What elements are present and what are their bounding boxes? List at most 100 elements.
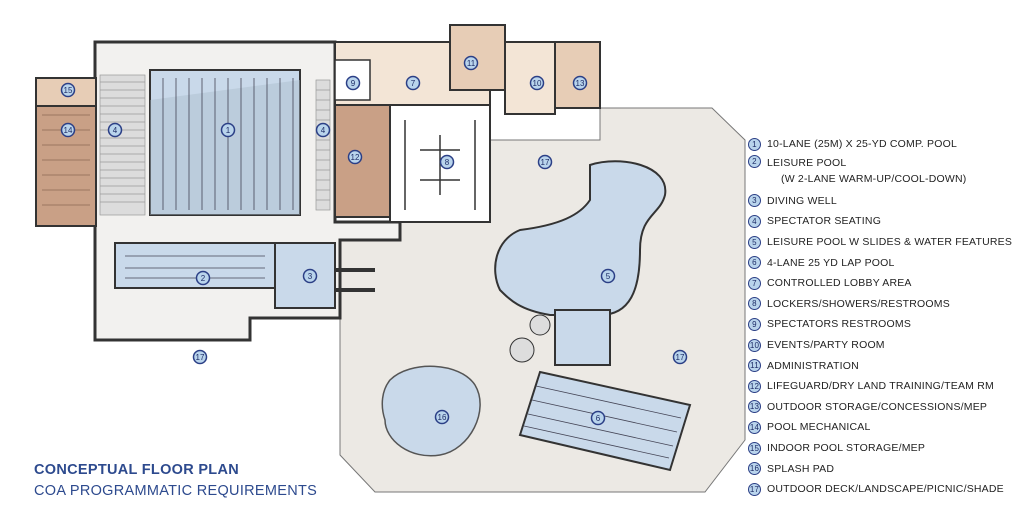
room-outdoor-storage (554, 41, 601, 109)
marker-number: 9 (351, 79, 356, 88)
marker-circle (195, 270, 211, 286)
spectator-seating-left (99, 74, 146, 216)
marker-circle (220, 122, 236, 138)
marker-circle (107, 122, 123, 138)
room-pool-mechanical (35, 105, 97, 227)
marker-number: 2 (201, 274, 206, 283)
plan-marker-2: 2 (195, 270, 211, 286)
legend-label: LEISURE POOL W SLIDES & WATER FEATURES (767, 236, 1013, 249)
marker-number: 5 (606, 272, 611, 281)
plan-marker-1: 1 (220, 122, 236, 138)
marker-circle (345, 75, 361, 91)
legend-number-badge: 8 (748, 297, 761, 311)
plan-title-block: CONCEPTUAL FLOOR PLAN COA PROGRAMMATIC R… (34, 462, 317, 499)
plan-marker-17: 17 (537, 154, 553, 170)
legend-number-badge: 7 (748, 276, 761, 290)
legend-label: EVENTS/PARTY ROOM (767, 339, 885, 352)
plan-marker-15: 15 (60, 82, 76, 98)
legend-label: SPLASH PAD (767, 462, 835, 475)
plan-marker-13: 13 (572, 75, 588, 91)
legend-label: SPECTATORS RESTROOMS (767, 318, 912, 331)
plan-subtitle: COA PROGRAMMATIC REQUIREMENTS (34, 483, 318, 499)
legend-number-badge: 5 (748, 235, 761, 249)
marker-number: 7 (411, 79, 416, 88)
legend-label: OUTDOOR DECK/LANDSCAPE/PICNIC/SHADE (767, 483, 1004, 496)
legend-item: 14 POOL MECHANICAL (748, 417, 1024, 438)
marker-circle (600, 268, 616, 284)
plan-marker-17: 17 (192, 349, 208, 365)
marker-number: 13 (576, 79, 585, 88)
plan-title: CONCEPTUAL FLOOR PLAN (34, 462, 240, 478)
legend-label-sub: (W 2-LANE WARM-UP/COOL-DOWN) (781, 172, 967, 185)
marker-circle (60, 122, 76, 138)
legend-item: 8 LOCKERS/SHOWERS/RESTROOMS (748, 294, 1024, 315)
legend-label: ADMINISTRATION (767, 359, 859, 372)
marker-circle (302, 268, 318, 284)
legend-number-badge: 6 (748, 256, 761, 270)
plan-marker-17: 17 (672, 349, 688, 365)
room-lifeguard (334, 104, 391, 218)
legend-item: 16 SPLASH PAD (748, 458, 1024, 479)
plan-marker-6: 6 (590, 410, 606, 426)
marker-number: 17 (676, 353, 685, 362)
marker-number: 14 (64, 126, 73, 135)
marker-number: 6 (596, 414, 601, 423)
legend-label: INDOOR POOL STORAGE/MEP (767, 442, 926, 455)
plan-marker-7: 7 (405, 75, 421, 91)
legend-number-badge: 17 (748, 482, 761, 496)
marker-circle (405, 75, 421, 91)
legend-item: 5 LEISURE POOL W SLIDES & WATER FEATURES (748, 232, 1024, 253)
room-spectator-restrooms (334, 59, 371, 101)
marker-circle (672, 349, 688, 365)
marker-circle (192, 349, 208, 365)
legend-label: POOL MECHANICAL (767, 421, 871, 434)
legend-label: CONTROLLED LOBBY AREA (767, 277, 912, 290)
marker-number: 15 (64, 86, 73, 95)
marker-circle (315, 122, 331, 138)
legend-number-badge: 16 (748, 462, 761, 476)
legend-item: 15 INDOOR POOL STORAGE/MEP (748, 438, 1024, 459)
legend-number-badge: 15 (748, 441, 761, 455)
plan-marker-9: 9 (345, 75, 361, 91)
marker-number: 10 (533, 79, 542, 88)
marker-circle (347, 149, 363, 165)
legend-label: LOCKERS/SHOWERS/RESTROOMS (767, 297, 950, 310)
legend-item: 7 CONTROLLED LOBBY AREA (748, 273, 1024, 294)
splash-pad (381, 365, 481, 457)
marker-number: 3 (308, 272, 313, 281)
competition-pool (149, 69, 301, 216)
legend-label: 10-LANE (25M) X 25-YD COMP. POOL (767, 138, 958, 151)
legend-number-badge: 11 (748, 359, 761, 373)
marker-circle (439, 154, 455, 170)
marker-circle (463, 55, 479, 71)
marker-number: 1 (226, 126, 231, 135)
marker-circle (60, 82, 76, 98)
room-administration (449, 24, 506, 91)
plan-marker-10: 10 (529, 75, 545, 91)
room-events (504, 41, 556, 115)
marker-number: 17 (541, 158, 550, 167)
plan-marker-5: 5 (600, 268, 616, 284)
legend-number-badge: 2 (748, 154, 761, 168)
legend-number-badge: 3 (748, 194, 761, 208)
marker-number: 4 (113, 126, 118, 135)
lap-pool (518, 370, 692, 472)
marker-circle (590, 410, 606, 426)
legend-label: SPECTATOR SEATING (767, 215, 882, 228)
legend-label: LIFEGUARD/DRY LAND TRAINING/TEAM RM (767, 380, 994, 393)
legend-number-badge: 10 (748, 338, 761, 352)
plan-marker-12: 12 (347, 149, 363, 165)
legend-label: OUTDOOR STORAGE/CONCESSIONS/MEP (767, 400, 988, 413)
legend-number-badge: 14 (748, 420, 761, 434)
spectator-seating-right (315, 79, 331, 211)
plan-marker-3: 3 (302, 268, 318, 284)
marker-number: 11 (467, 59, 476, 68)
